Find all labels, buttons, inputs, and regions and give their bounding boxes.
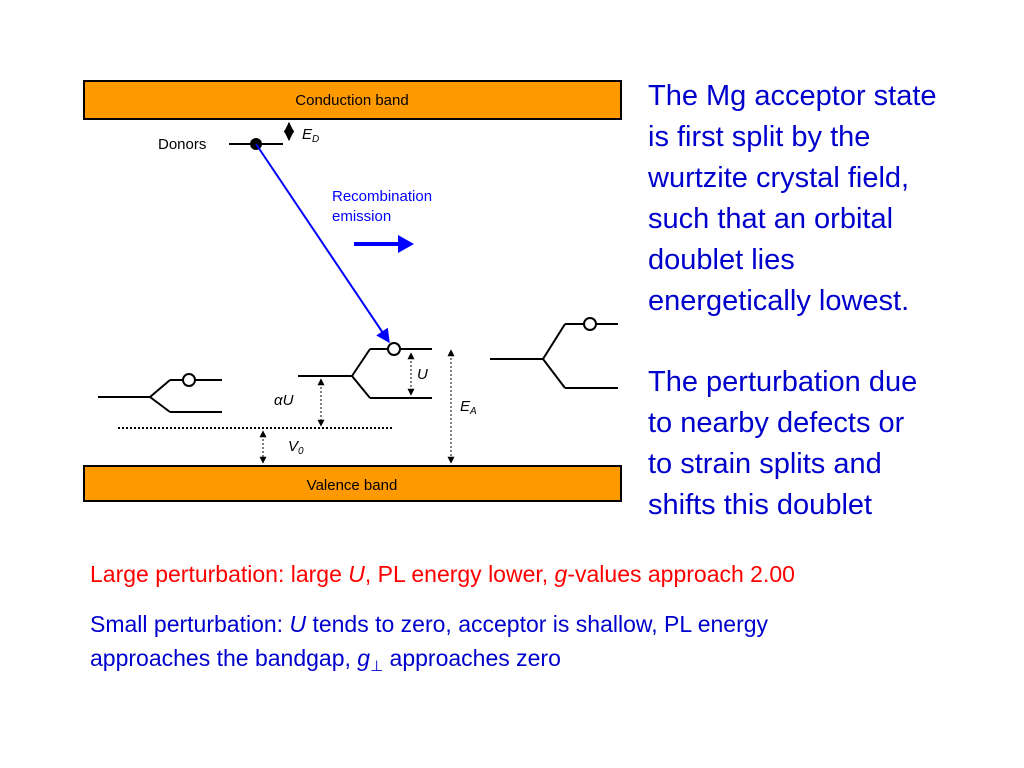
donors-label: Donors xyxy=(158,136,206,153)
paragraph1-line: doublet lies xyxy=(648,244,795,276)
emission-label: emission xyxy=(332,208,391,225)
energy-level-diagram: Conduction band Valence band Donors ED R… xyxy=(83,80,622,502)
large-mid: , PL energy lower, xyxy=(364,561,555,587)
alpha-u-label: αU xyxy=(274,392,294,409)
large-prefix: Large perturbation: large xyxy=(90,561,349,587)
valence-band xyxy=(83,465,622,502)
g-perp-symbol: g xyxy=(357,645,371,671)
ed-label: ED xyxy=(302,126,319,145)
line2-suffix: approaches zero xyxy=(383,645,561,671)
emission-arrow-icon xyxy=(354,235,414,253)
paragraph2-line: to strain splits and xyxy=(648,448,882,480)
large-u: U xyxy=(348,561,365,587)
line2-prefix: approaches the bandgap, xyxy=(90,645,358,671)
paragraph1-line: is first split by the xyxy=(648,121,871,153)
small-u: U xyxy=(289,611,307,637)
u-label: U xyxy=(417,366,428,383)
small-prefix: Small perturbation: xyxy=(90,611,290,637)
conduction-band-label: Conduction band xyxy=(295,92,408,109)
conduction-band xyxy=(83,80,622,120)
left-level-split xyxy=(98,373,222,413)
paragraph1-line: The Mg acceptor state xyxy=(648,80,937,112)
paragraph2-line: shifts this doublet xyxy=(648,489,873,521)
paragraph1-line: such that an orbital xyxy=(648,203,894,235)
paragraph2-line: to nearby defects or xyxy=(648,407,905,439)
perturbation-paragraph: The perturbation due to nearby defects o… xyxy=(648,362,1008,526)
paragraph2-line: The perturbation due xyxy=(648,366,918,398)
right-level-split xyxy=(490,317,618,389)
small-perturbation-statement-continued: approaches the bandgap, g⊥ approaches ze… xyxy=(90,642,561,678)
large-g: g xyxy=(554,561,568,587)
ea-label: EA xyxy=(460,398,477,417)
paragraph1-line: wurtzite crystal field, xyxy=(648,162,910,194)
recombination-label: Recombination xyxy=(332,188,432,205)
v0-label: V0 xyxy=(288,438,304,457)
large-suffix: -values approach 2.00 xyxy=(567,561,795,587)
small-perturbation-statement: Small perturbation: U tends to zero, acc… xyxy=(90,608,768,641)
recombination-transition-line xyxy=(255,143,390,344)
large-perturbation-statement: Large perturbation: large U, PL energy l… xyxy=(90,558,795,591)
middle-level-split xyxy=(298,342,432,399)
small-suffix: tends to zero, acceptor is shallow, PL e… xyxy=(306,611,769,637)
crystal-field-paragraph: The Mg acceptor state is first split by … xyxy=(648,76,1008,322)
valence-band-label: Valence band xyxy=(307,477,398,494)
paragraph1-line: energetically lowest. xyxy=(648,285,910,317)
perp-subscript: ⊥ xyxy=(370,658,384,675)
